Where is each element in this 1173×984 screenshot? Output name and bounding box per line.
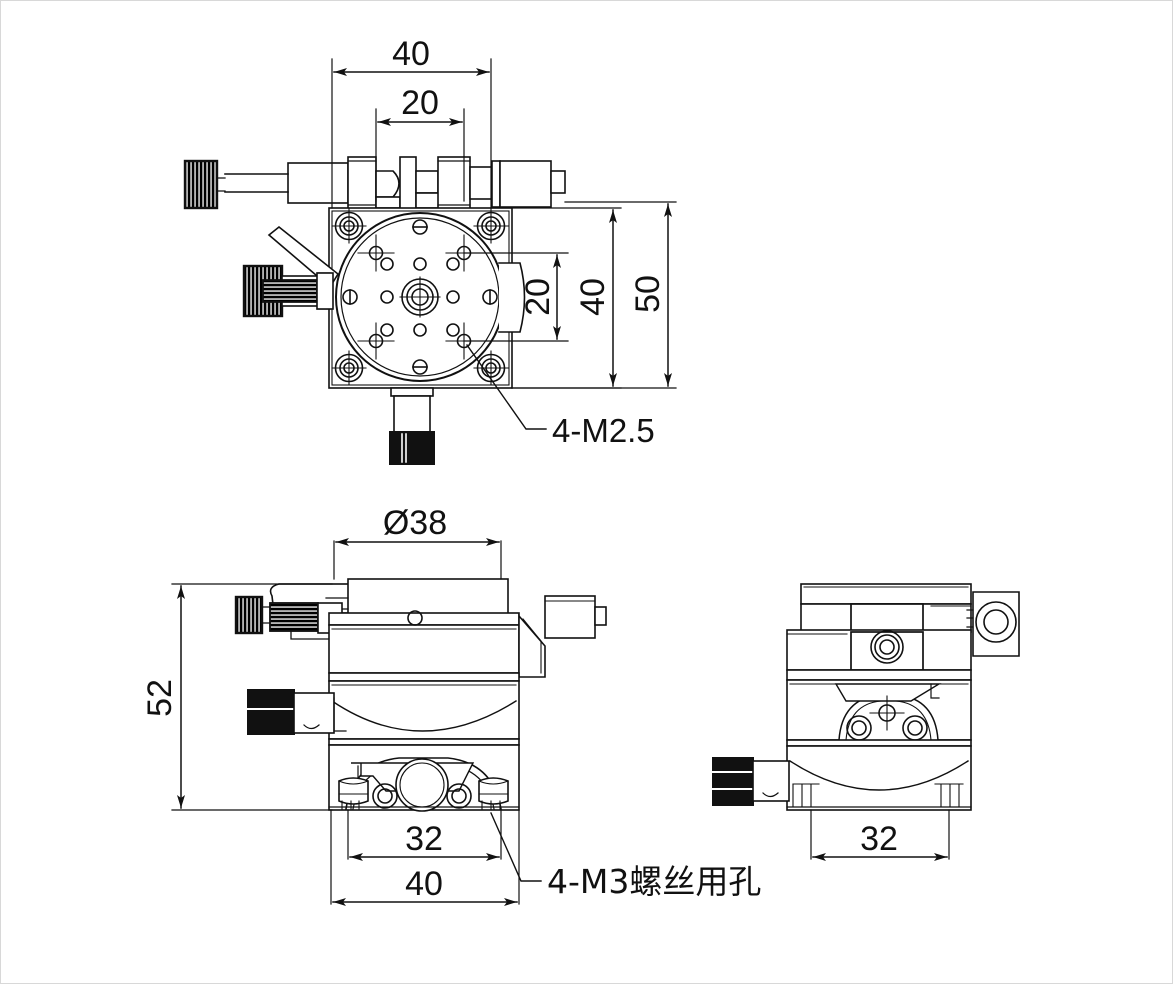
top-view-bottom-knob (389, 387, 435, 465)
front-view-geometry (171, 538, 607, 906)
dim-top-plate-vert: 40 (574, 278, 612, 316)
front-view-body-middle (247, 672, 520, 740)
front-view-body-bottom (328, 738, 520, 812)
note-4-m3-screw-holes: 4-M3螺丝用孔 (547, 862, 761, 901)
top-view-leader-m25 (466, 344, 547, 430)
dim-front-width-overall: 40 (405, 865, 443, 903)
dim-front-height-overall: 52 (141, 679, 179, 717)
dim-top-overall-vert: 50 (629, 275, 667, 313)
top-view-corner-screws (331, 208, 509, 386)
top-view-left-lever (242, 225, 340, 318)
top-view-geometry (183, 58, 677, 465)
front-view-leader-m3 (490, 812, 542, 882)
dimension-labels: 40 20 20 40 50 4-M2.5 Ø38 52 32 40 4-M3螺… (141, 35, 898, 903)
front-view-dimension-lines (171, 538, 520, 906)
note-4-m2-5: 4-M2.5 (552, 412, 655, 449)
top-view-right-tab (498, 262, 526, 333)
dim-top-width-inner: 20 (401, 84, 439, 122)
dim-front-width-holes: 32 (405, 820, 443, 858)
side-view-geometry (712, 583, 1020, 861)
top-view-dimension-lines (331, 58, 677, 389)
top-view-micrometer-assembly (183, 156, 566, 210)
front-view-body-top (328, 595, 607, 678)
side-view-dimension-lines (810, 809, 950, 861)
dim-top-width-overall: 40 (392, 35, 430, 73)
dim-side-width-holes: 32 (860, 820, 898, 858)
dim-top-bolt-circle-vert: 20 (519, 278, 557, 316)
dim-front-diameter: Ø38 (383, 504, 447, 542)
